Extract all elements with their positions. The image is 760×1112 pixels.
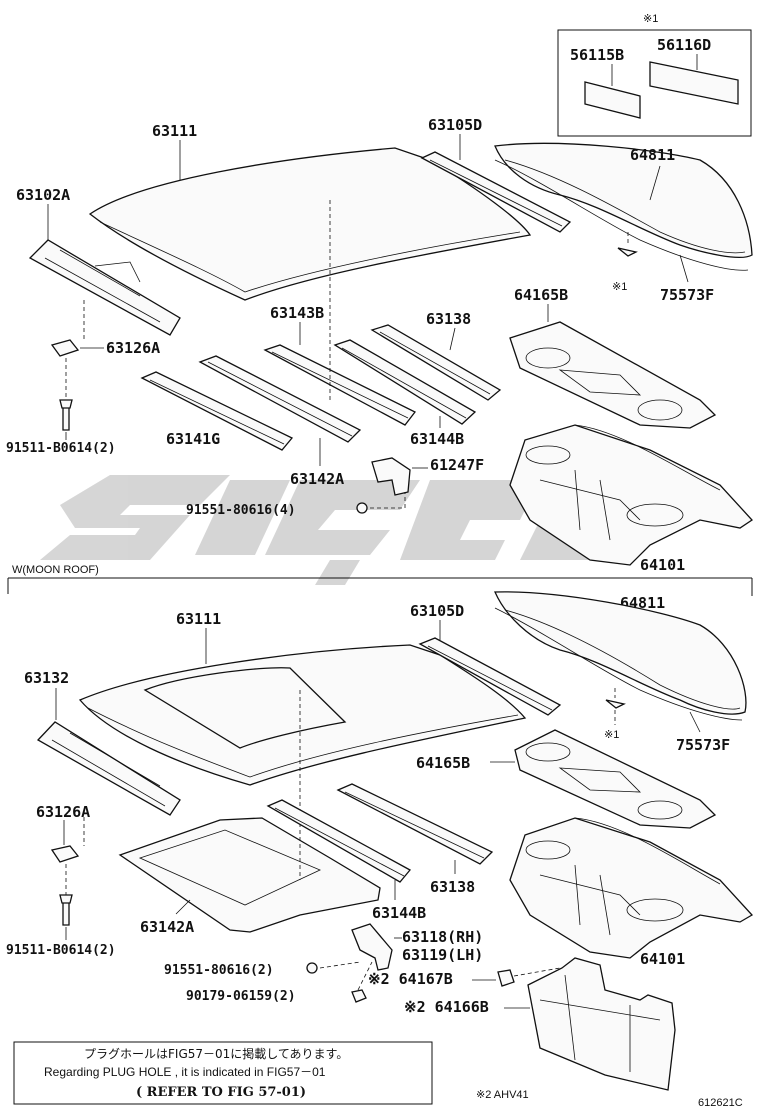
label-63144b-bottom: 63144B [372,904,426,922]
label-64166b: ※2 64166B [404,998,489,1016]
label-63138-bottom: 63138 [430,878,475,896]
shelf-trim-64165b [509,321,717,429]
label-63119: 63119(LH) [402,946,483,964]
pad-63126a-bottom [50,845,80,863]
front-header-63132 [36,721,181,816]
label-63138-top: 63138 [426,310,471,328]
back-window-trim-64811 [494,142,753,259]
clip-bottom [605,699,626,709]
clip-top [617,247,638,257]
label-63118: 63118(RH) [402,928,483,946]
pad-63126a-top [50,339,80,357]
label-64165b-top: 64165B [514,286,568,304]
figure-id: 612621C [698,1097,743,1109]
bracket-63118-63119 [351,923,393,971]
moon-roof-label: W(MOON ROOF) [12,564,99,576]
note-english: Regarding PLUG HOLE , it is indicated in… [44,1065,326,1079]
cover-64166b [527,957,676,1091]
label-61247f: 61247F [430,456,484,474]
label-75573f-top: 75573F [660,286,714,304]
inset-part-56116d [649,61,739,105]
label-63143b: 63143B [270,304,324,322]
bracket-61247f [371,457,411,496]
inset-mark: ※1 [643,13,658,25]
roof-bow-63144b-bottom [266,799,412,883]
screw-top [356,502,368,514]
callout-mark-top: ※1 [612,281,627,293]
back-window-trim-64811-bottom [494,591,747,715]
rear-header-63105d [420,151,572,233]
note-box [13,1041,433,1105]
label-75573f-bottom: 75573F [676,736,730,754]
label-63126a-top: 63126A [106,339,160,357]
inset-part-56115b [584,81,641,119]
front-header-63102a [28,239,181,336]
label-64165b-bottom: 64165B [416,754,470,772]
label-63141g: 63141G [166,430,220,448]
plug-64167b [497,969,515,987]
inset-box [557,29,752,137]
label-63102a: 63102A [16,186,70,204]
label-56115b: 56115B [570,46,624,64]
label-63111-top: 63111 [152,122,197,140]
label-63111-bottom: 63111 [176,610,221,628]
screw-bottom [306,962,318,974]
label-63142a-top: 63142A [290,470,344,488]
roof-panel-63111 [88,147,532,301]
label-64167b: ※2 64167B [368,970,453,988]
label-bolt-bottom: 91511-B0614(2) [6,943,116,958]
nut-bottom [351,989,367,1003]
note-japanese: プラグホールはFIG57－01に掲載してあります。 [84,1046,348,1061]
label-63126a-bottom: 63126A [36,803,90,821]
bolt-bottom [59,894,73,926]
roof-bow-63141g [140,371,294,451]
label-63132: 63132 [24,669,69,687]
sunroof-opening [143,667,347,749]
label-63105d-bottom: 63105D [410,602,464,620]
footnote-ahv41: ※2 AHV41 [476,1089,529,1101]
label-63105d-top: 63105D [428,116,482,134]
label-64811-top: 64811 [630,146,675,164]
label-63144b-top: 63144B [410,430,464,448]
label-56116d: 56116D [657,36,711,54]
callout-mark-bottom: ※1 [604,729,619,741]
label-64101-top: 64101 [640,556,685,574]
shelf-trim-64165b-bottom [514,729,717,829]
rear-panel-64101-bottom [509,817,754,959]
label-screw-top: 91551-80616(4) [186,503,296,518]
label-64101-bottom: 64101 [640,950,685,968]
sunroof-frame-63142a [118,817,381,933]
label-screw-bottom: 91551-80616(2) [164,963,274,978]
watermark-logo [40,475,640,585]
bolt-top [59,399,73,431]
note-reference: ( REFER TO FIG 57-01) [136,1085,306,1100]
label-nut-bottom: 90179-06159(2) [186,989,296,1004]
label-bolt-top: 91511-B0614(2) [6,441,116,456]
label-63142a-bottom: 63142A [140,918,194,936]
roof-bow-63138-bottom [336,783,494,865]
